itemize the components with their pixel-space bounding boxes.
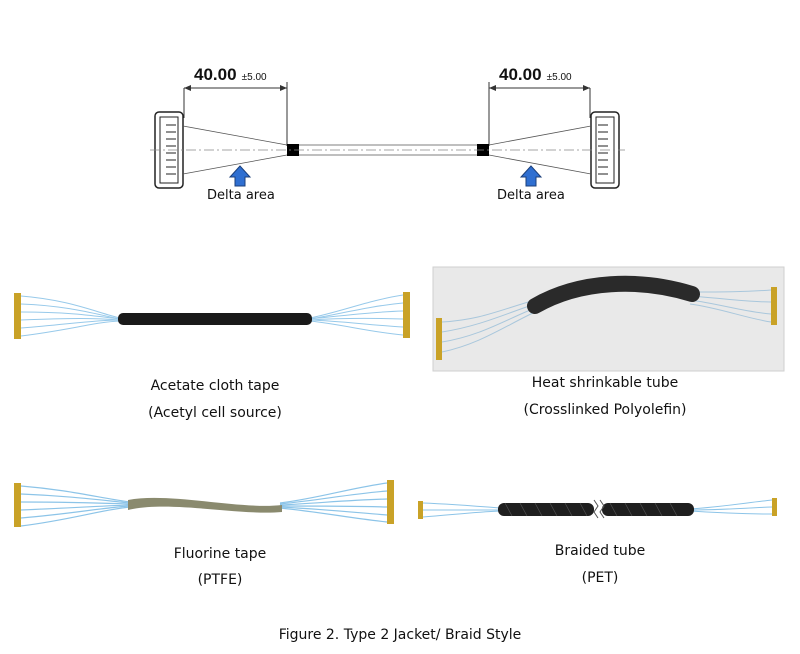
left-dim-arrow-a <box>184 85 191 91</box>
sample-label-braided: Braided tube <box>554 543 646 559</box>
left-dimension-tolerance: ±5.00 <box>241 72 267 83</box>
sample-label-acetate: Acetate cloth tape <box>150 378 280 394</box>
right-dimension: 40.00 ±5.00 <box>499 65 572 85</box>
left-jacket-end <box>287 144 299 156</box>
sample-sublabel-braided: (PET) <box>581 570 619 586</box>
cable-body <box>297 144 479 156</box>
left-dim-arrow-b <box>280 85 287 91</box>
left-delta-lines <box>182 125 288 175</box>
right-dim-arrow-a <box>489 85 496 91</box>
sample-photo-braided <box>418 498 777 519</box>
right-delta-label: Delta area <box>497 188 565 203</box>
left-dimension: 40.00 ±5.00 <box>194 65 267 85</box>
right-dimension-tolerance: ±5.00 <box>546 72 572 83</box>
sample-sublabel-acetate: (Acetyl cell source) <box>148 405 282 421</box>
left-dimension-value: 40.00 <box>194 65 237 84</box>
left-delta-label: Delta area <box>207 188 275 203</box>
sample-photo-heat-shrink <box>432 266 785 372</box>
right-delta-arrow-icon <box>519 165 543 187</box>
right-dim-arrow-b <box>583 85 590 91</box>
right-dimension-value: 40.00 <box>499 65 542 84</box>
sample-photo-fluorine <box>14 480 394 527</box>
sample-label-fluorine: Fluorine tape <box>173 546 267 562</box>
sample-photo-acetate <box>14 292 410 339</box>
sample-sublabel-heat-shrink: (Crosslinked Polyolefin) <box>523 402 687 418</box>
sample-label-heat-shrink: Heat shrinkable tube <box>531 375 679 391</box>
sample-sublabel-fluorine: (PTFE) <box>197 572 243 588</box>
left-delta-arrow-icon <box>228 165 252 187</box>
right-delta-lines <box>488 125 592 175</box>
figure-caption: Figure 2. Type 2 Jacket/ Braid Style <box>278 627 522 643</box>
